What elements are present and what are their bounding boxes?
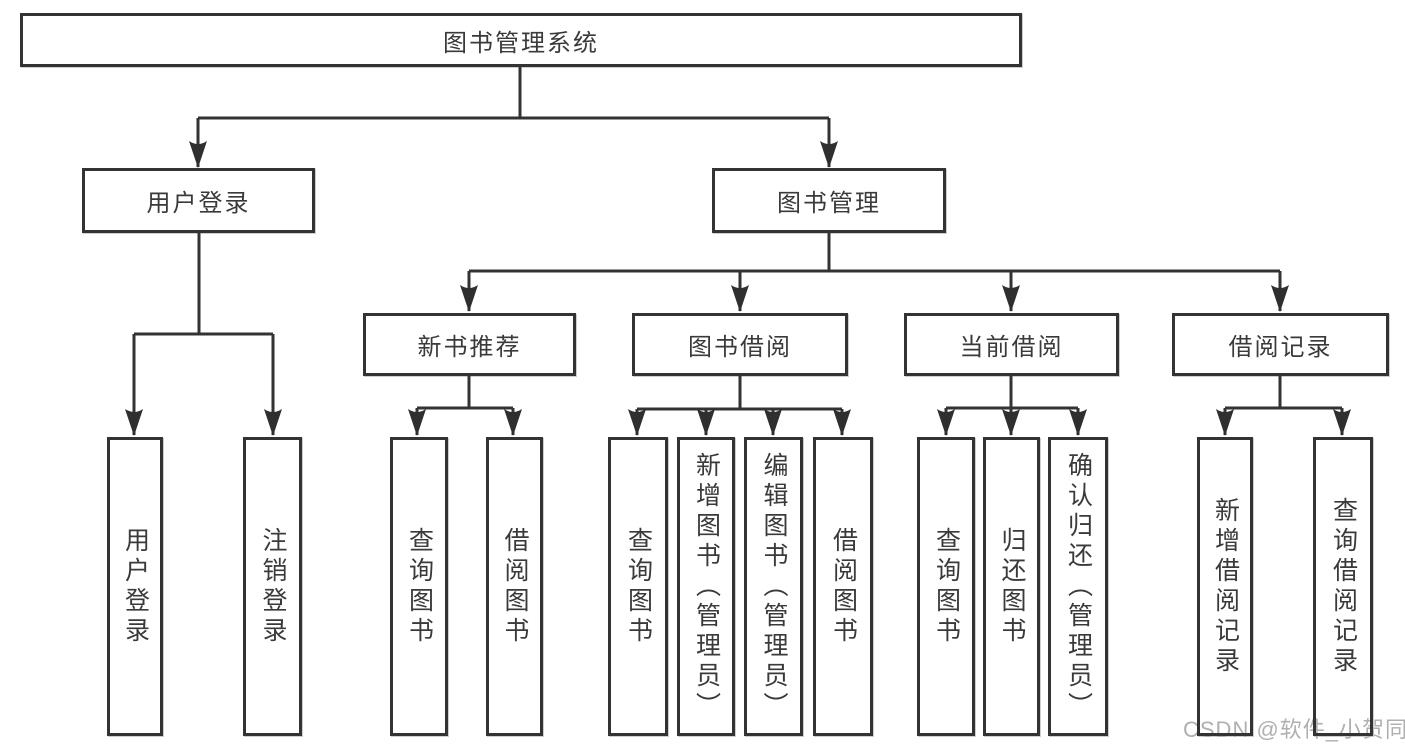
node-label: 借阅图书 — [501, 526, 529, 647]
node-label: 借阅记录 — [1228, 334, 1333, 361]
leaf-return-books: 归还图书 — [983, 437, 1040, 736]
node-label: 用户登录 — [121, 526, 150, 647]
leaf-user-login: 用户登录 — [107, 437, 163, 736]
leaf-query-books-borrow: 查询图书 — [608, 437, 668, 736]
node-label: 图书管理系统 — [443, 29, 599, 57]
leaf-borrow-books: 借阅图书 — [813, 437, 873, 736]
leaf-confirm-return-admin: 确认归还（管理员） — [1048, 437, 1108, 736]
node-label: 用户登录 — [146, 190, 251, 217]
node-label: 当前借阅 — [959, 334, 1064, 361]
node-label: 编辑图书（管理员） — [760, 451, 788, 722]
node-book-management: 图书管理 — [712, 168, 946, 233]
csdn-watermark: CSDN @软件_小贺同学 — [1183, 717, 1405, 742]
leaf-query-borrow-record: 查询借阅记录 — [1313, 437, 1373, 736]
node-label: 新增图书（管理员） — [692, 451, 721, 722]
node-new-book-recommend: 新书推荐 — [363, 313, 576, 376]
node-label: 归还图书 — [998, 526, 1026, 647]
node-label: 注销登录 — [259, 526, 287, 647]
node-label: 查询图书 — [932, 526, 961, 647]
node-library-management-system: 图书管理系统 — [20, 13, 1022, 67]
node-label: 确认归还（管理员） — [1064, 451, 1093, 722]
node-label: 图书管理 — [777, 190, 881, 217]
node-label: 借阅图书 — [829, 526, 858, 647]
node-label: 查询图书 — [624, 526, 653, 647]
node-label: 查询图书 — [405, 526, 434, 647]
leaf-add-borrow-record: 新增借阅记录 — [1197, 437, 1253, 736]
leaf-edit-books-admin: 编辑图书（管理员） — [744, 437, 803, 736]
node-label: 图书借阅 — [688, 334, 792, 361]
leaf-query-books-current: 查询图书 — [917, 437, 975, 736]
node-label: 查询借阅记录 — [1329, 496, 1358, 677]
node-book-borrowing: 图书借阅 — [632, 313, 848, 376]
node-user-login: 用户登录 — [82, 168, 315, 233]
leaf-borrow-books-newbook: 借阅图书 — [486, 437, 543, 736]
node-label: 新增借阅记录 — [1211, 496, 1240, 677]
node-current-borrowing: 当前借阅 — [904, 313, 1119, 376]
leaf-add-books-admin: 新增图书（管理员） — [677, 437, 735, 736]
node-label: 新书推荐 — [417, 334, 522, 361]
leaf-logout: 注销登录 — [243, 437, 302, 736]
node-borrowing-records: 借阅记录 — [1172, 313, 1389, 376]
leaf-query-books-newbook: 查询图书 — [390, 437, 448, 736]
